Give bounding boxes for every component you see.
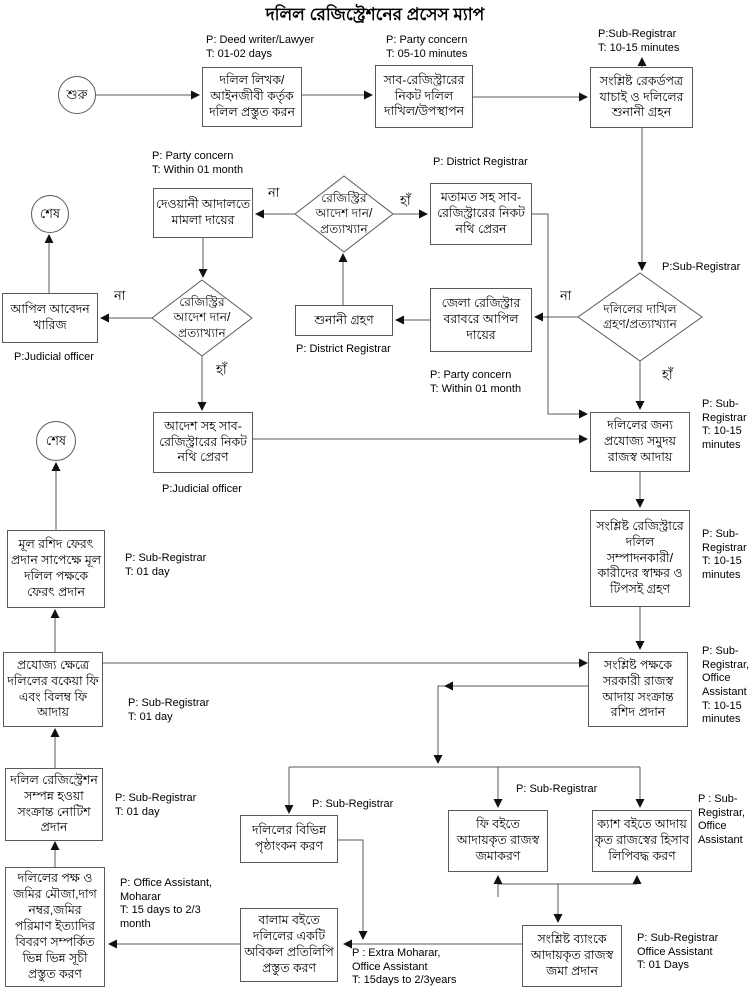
node-verify-records: সংশ্লিষ্ট রেকর্ডপত্র যাচাই ও দলিলের শুনা… (590, 67, 693, 128)
arrowhead-up (50, 728, 60, 737)
flow-edge (338, 839, 364, 938)
branch-label-no-registry-order-1: না (268, 185, 280, 200)
node-endorsements: দলিলের বিভিন্ন পৃষ্ঠাংকন করণ (240, 815, 338, 863)
branch-label-yes-registry-order-2: হাঁ (216, 362, 227, 377)
node-submit-deed: সাব-রেজিস্ট্রারের নিকট দলিল দাখিল/উপস্থা… (375, 65, 473, 128)
ann-fee-book: P: Sub-Registrar (516, 783, 598, 795)
arrowhead-up (44, 234, 54, 243)
node-collect-due-fees: প্রযোজ্য ক্ষেত্রে দলিলের বকেয়া ফি এবং ব… (3, 652, 103, 727)
node-appeal-dismissed: আপিল আবেদন খারিজ (2, 293, 98, 343)
node-bank-deposit: সংশ্লিষ্ট ব্যাংকে আদায়কৃত রাজস্ব জমা প্… (522, 925, 622, 987)
arrowhead-up (51, 462, 61, 471)
node-deed-accept-reject: দলিলের দাখিল গ্রহণ/প্রত্যাখ্যান (603, 301, 677, 331)
node-registry-order-2: রেজিস্ট্রির আদেশ দান/ প্রত্যাখ্যান (173, 295, 231, 340)
ann-notice: P: Sub-Registrar T: 01 day (115, 792, 197, 818)
arrowhead-down (637, 262, 647, 271)
page-title: দলিল রেজিস্ট্রেশনের প্রসেস ম্যাপ (265, 5, 485, 24)
node-issue-revenue-receipt: সংশ্লিষ্ট পক্ষকে সরকারী রাজস্ব আদায় সংক… (588, 652, 688, 727)
flow-edge (437, 685, 588, 762)
ann-order-file: P:Judicial officer (162, 483, 242, 495)
node-end-1: শেষ (31, 195, 69, 233)
node-return-original-deed: মূল রশিদ ফেরৎ প্রদান সাপেক্ষে মূল দলিল প… (7, 530, 105, 608)
arrowhead-left (444, 681, 453, 691)
node-signatures-thumbprints: সংশ্লিষ্ট রেজিস্ট্রারে দলিল সম্পাদনকারী/… (590, 510, 690, 607)
arrowhead-down (198, 269, 208, 278)
node-collect-revenue: দলিলের জন্য প্রযোজ্য সমুদয় রাজস্ব আদায় (590, 412, 690, 472)
arrowhead-right (579, 658, 588, 668)
arrowhead-right (579, 409, 588, 419)
ann-hearing: P: District Registrar (296, 343, 391, 355)
arrowhead-left (255, 209, 264, 219)
arrowhead-down (197, 402, 207, 411)
arrowhead-down (635, 499, 645, 508)
ann-return-deed: P: Sub-Registrar T: 01 day (125, 552, 207, 578)
node-completion-notice: দলিল রেজিস্ট্রেশন সম্পন্ন হওয়া সংক্রান্… (5, 768, 103, 841)
arrowhead-left (100, 313, 109, 323)
ann-submit-deed: P: Party concern T: 05-10 minutes (386, 34, 468, 60)
ann-opinion-file: P: District Registrar (433, 156, 528, 168)
arrowhead-down (635, 641, 645, 650)
ann-civil-suit: P: Party concern T: Within 01 month (152, 150, 244, 176)
node-prepare-deed: দলিল লিখক/ আইনজীবী কর্তৃক দলিল প্রস্তুত … (202, 67, 302, 127)
arrowhead-up (50, 609, 60, 618)
branch-label-yes-registry-order-1: হাঁ (400, 193, 411, 208)
arrowhead-down (358, 931, 368, 940)
branch-label-yes-deed-accept: হাঁ (662, 367, 673, 382)
arrowhead-down (493, 799, 503, 808)
arrowhead-up (637, 57, 647, 66)
branch-label-no-deed-accept: না (560, 288, 572, 303)
arrowhead-right (419, 209, 428, 219)
arrowhead-left (395, 315, 404, 325)
ann-verify-records: P:Sub-Registrar T: 10-15 minutes (598, 28, 680, 54)
arrowhead-up (632, 875, 642, 884)
ann-collect-revenue: P: Sub- Registrar T: 10-15 minutes (702, 398, 747, 451)
arrowhead-down (284, 805, 294, 814)
arrowhead-right (191, 90, 200, 100)
arrowhead-left (108, 939, 117, 949)
node-civil-suit: দেওয়ানী আদালতে মামলা দায়ের (153, 188, 253, 238)
arrowhead-right (579, 92, 588, 102)
ann-endorsements: P: Sub-Registrar (312, 798, 394, 810)
decision-shape-deed-accept-reject (577, 272, 703, 362)
node-send-file-with-order: আদেশ সহ সাব- রেজিস্ট্রারের নিকট নথি প্রে… (153, 412, 253, 473)
ann-prepare-deed: P: Deed writer/Lawyer T: 01-02 days (206, 34, 315, 60)
arrowhead-left (534, 312, 543, 322)
node-appeal-district-registrar: জেলা রেজিস্ট্রার বরাবরে আপিল দায়ের (430, 288, 532, 352)
ann-due-fees: P: Sub-Registrar T: 01 day (128, 697, 210, 723)
arrowhead-right (364, 90, 373, 100)
decision-shape-registry-order-2 (151, 279, 253, 357)
arrowhead-down (433, 755, 443, 764)
node-registry-order-1: রেজিস্ট্রির আদেশ দান/ প্রত্যাখ্যান (315, 191, 373, 236)
arrowhead-up (338, 253, 348, 262)
ann-receipt: P: Sub- Registrar, Office Assistant T: 1… (702, 645, 750, 726)
arrowhead-left (343, 939, 352, 949)
node-fee-book-entry: ফি বইতে আদায়কৃত রাজস্ব জমাকরণ (448, 810, 548, 872)
branch-label-no-registry-order-2: না (114, 288, 126, 303)
node-prepare-indexes: দলিলের পক্ষ ও জমির মৌজা,দাগ নম্বর,জমির প… (5, 867, 105, 987)
node-end-2: শেষ (36, 421, 76, 461)
node-start: শুরু (58, 76, 96, 114)
arrowhead-up (493, 875, 503, 884)
arrowhead-right (579, 434, 588, 444)
node-balam-book-copy: বালাম বইতে দলিলের একটি অবিকল প্রতিলিপি প… (240, 908, 338, 982)
ann-indexes: P: Office Assistant, Moharar T: 15 days … (120, 877, 213, 930)
node-hearing: শুনানী গ্রহণ (295, 305, 393, 336)
ann-cash-book: P : Sub- Registrar, Office Assistant (698, 793, 746, 846)
flow-edge (532, 213, 586, 415)
decision-shape-registry-order-1 (294, 175, 394, 253)
arrowhead-down (635, 799, 645, 808)
node-cash-book-entry: ক্যাশ বইতে আদায় কৃত রাজস্বের হিসাব লিপি… (592, 810, 692, 872)
arrowhead-down (553, 914, 563, 923)
ann-signatures: P: Sub- Registrar T: 10-15 minutes (702, 528, 747, 581)
arrowhead-down (635, 401, 645, 410)
ann-balam-book: P : Extra Moharar, Office Assistant T: 1… (352, 947, 457, 987)
ann-appeal-dismissed: P:Judicial officer (14, 351, 94, 363)
ann-bank-deposit: P: Sub-Registrar Office Assistant T: 01 … (637, 932, 719, 972)
arrowhead-up (50, 841, 60, 850)
node-send-file-with-opinion: মতামত সহ সাব- রেজিস্ট্রারের নিকট নথি প্র… (430, 183, 532, 245)
ann-deed-accept: P:Sub-Registrar (662, 261, 741, 273)
ann-appeal-dr: P: Party concern T: Within 01 month (430, 369, 522, 395)
